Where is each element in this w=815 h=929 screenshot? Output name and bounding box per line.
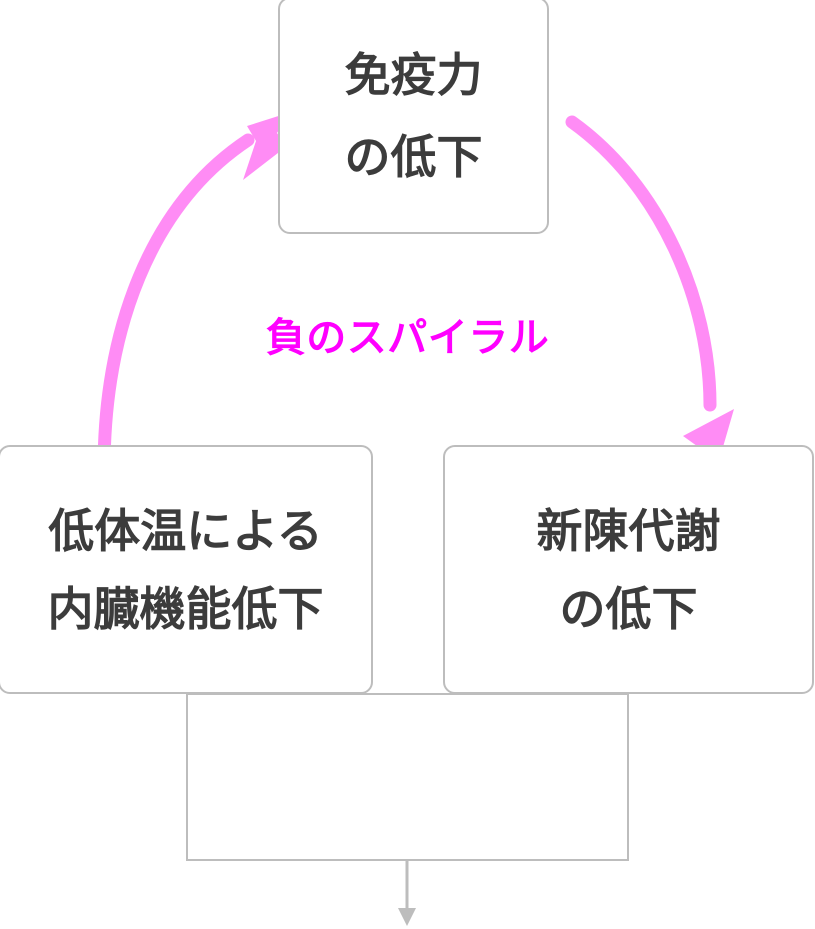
node-immunity[interactable]: 免疫力 の低下 (278, 0, 549, 234)
node-immunity-line-2: の低下 (344, 130, 483, 183)
node-metabolism-line-2: の低下 (559, 582, 698, 635)
node-metabolism-line-1: 新陳代謝 (536, 504, 721, 557)
node-organ-function-line-1: 低体温による (48, 504, 323, 557)
node-organ-function-line-2: 内臓機能低下 (47, 582, 324, 635)
node-bottom-frame (186, 693, 629, 861)
arrow-organ-to-immunity (97, 112, 291, 477)
node-immunity-line-1: 免疫力 (344, 48, 483, 101)
node-organ-function[interactable]: 低体温による 内臓機能低下 (0, 445, 373, 694)
spiral-label: 負のスパイラル (265, 316, 550, 360)
arrow-bottom-outflow (398, 861, 416, 926)
node-metabolism[interactable]: 新陳代謝 の低下 (443, 445, 814, 694)
